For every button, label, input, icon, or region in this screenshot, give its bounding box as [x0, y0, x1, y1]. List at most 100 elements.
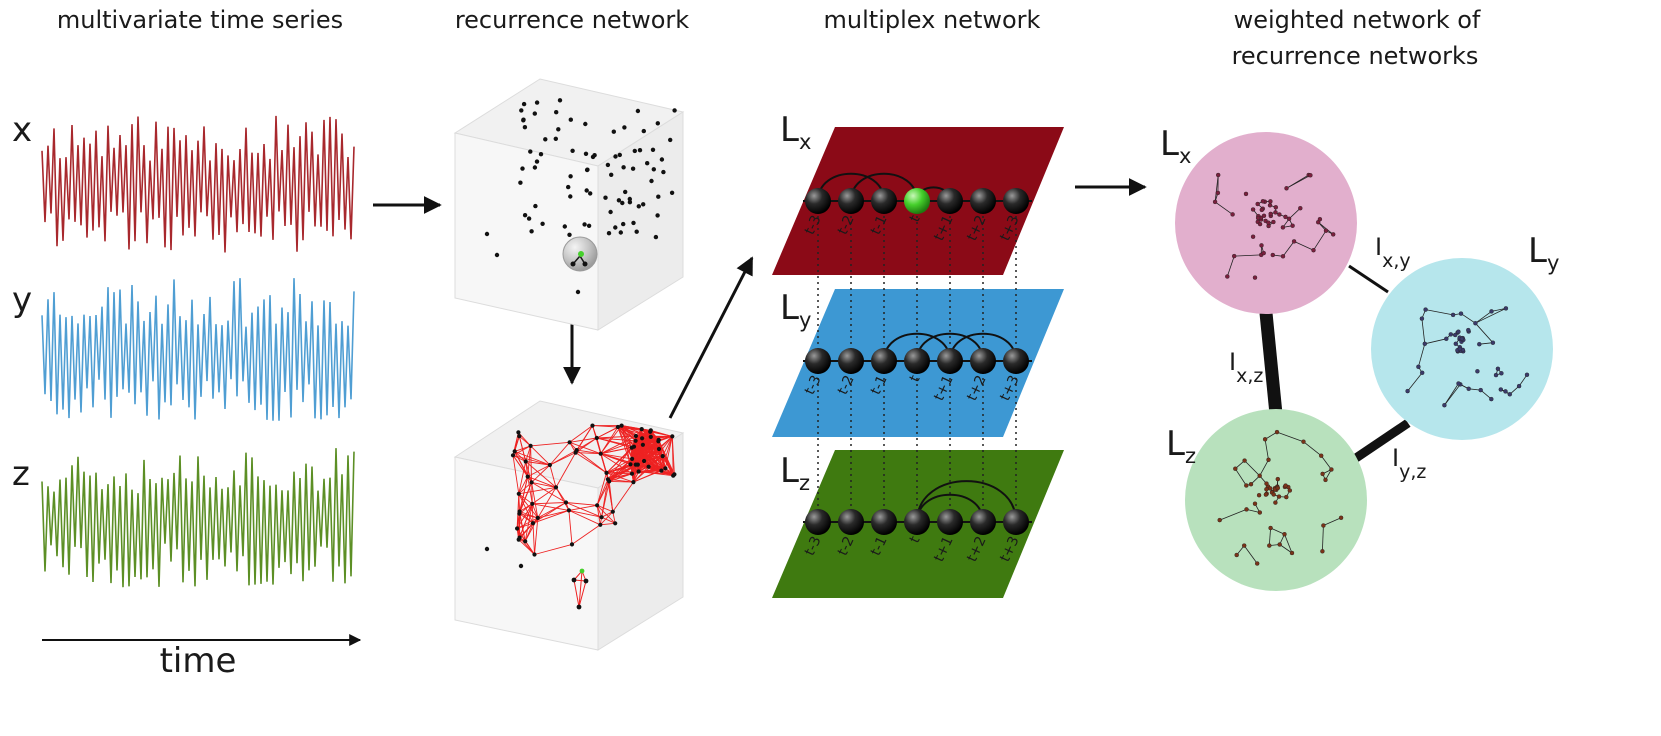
recurrence-edge: [596, 504, 616, 524]
recurrence-edge: [512, 455, 520, 494]
phase-space-point: [538, 152, 544, 157]
svg-text:Ix,y: Ix,y: [1375, 233, 1411, 272]
phase-space-point: [520, 166, 525, 171]
cluster-node: [1466, 386, 1471, 391]
recurrence-edge: [608, 464, 639, 482]
phase-space-point: [616, 198, 622, 203]
recurrence-edge: [549, 464, 557, 488]
recurrence-edge: [600, 435, 637, 455]
recurrence-edge: [519, 513, 534, 524]
cluster-node: [1448, 332, 1454, 337]
cluster-edge: [1288, 207, 1301, 220]
phase-space-point: [630, 166, 636, 171]
cluster-node: [1280, 254, 1286, 259]
time-node: [970, 348, 996, 374]
cluster-node: [1270, 252, 1276, 258]
cluster-node: [1276, 494, 1282, 499]
recurrence-node: [631, 480, 636, 485]
phase-space-point: [528, 149, 533, 154]
cluster-node: [1495, 366, 1501, 371]
time-node: [838, 509, 864, 535]
recurrence-edge: [525, 445, 532, 462]
phase-space-point: [557, 98, 563, 103]
recurrence-edge: [569, 425, 593, 443]
cluster-node: [1257, 510, 1263, 515]
phase-space-point: [635, 108, 641, 114]
phase-space-point: [672, 108, 677, 113]
time-node: [937, 509, 963, 535]
recurrence-node: [553, 485, 559, 490]
cluster-edge: [1214, 174, 1219, 202]
cluster-node: [1442, 403, 1447, 408]
cluster-node: [1280, 225, 1286, 230]
phase-space-point: [651, 167, 656, 172]
recurrence-edge: [637, 430, 652, 465]
time-node: [1003, 509, 1029, 535]
time-node-label: t-2: [835, 373, 858, 397]
recurrence-edge: [532, 523, 535, 555]
phase-space-point: [655, 213, 660, 218]
cluster-node: [1277, 212, 1282, 217]
cluster-node: [1275, 485, 1281, 491]
recurrence-node: [656, 446, 662, 452]
recurrence-edge: [637, 429, 643, 465]
phase-space-point: [621, 221, 626, 227]
recurrence-node: [648, 434, 653, 439]
recurrence-edge: [514, 450, 551, 466]
recurrence-node: [598, 522, 603, 527]
recurrence-edge: [596, 504, 613, 513]
recurrence-edge: [530, 445, 551, 466]
recurrence-edge: [519, 517, 539, 538]
time-node-label: t-3: [802, 373, 825, 397]
svg-text:Lx: Lx: [780, 110, 811, 154]
cluster-edge: [1284, 534, 1293, 554]
recurrence-edge: [632, 464, 639, 483]
phase-space-point: [641, 202, 646, 207]
recurrence-node: [639, 427, 644, 432]
time-node-label: t-1: [868, 534, 891, 558]
recurrence-node: [523, 539, 528, 544]
recurrence-edge: [555, 452, 576, 488]
title-time-series: multivariate time series: [57, 6, 343, 34]
recurrence-edge: [531, 482, 539, 518]
recurrence-edge: [609, 480, 634, 483]
cluster-edge: [1270, 527, 1285, 535]
time-series-x-line: [41, 115, 355, 253]
cluster-node: [1320, 549, 1325, 554]
cluster-edge: [1282, 241, 1295, 257]
phase-space-point: [613, 225, 618, 230]
recurrence-node: [631, 444, 637, 449]
cluster-node: [1268, 211, 1273, 217]
recurrence-node: [576, 604, 582, 610]
recurrence-node: [517, 511, 522, 516]
cluster-edge: [1234, 468, 1247, 486]
cluster-node: [1457, 346, 1463, 352]
recurrence-edge: [518, 486, 557, 495]
cluster-node: [1422, 341, 1428, 346]
recurrence-edge: [532, 509, 570, 524]
recurrence-node: [590, 423, 595, 428]
phase-space-point: [568, 117, 573, 122]
cluster-node: [1453, 341, 1459, 346]
time-node: [805, 188, 831, 214]
recurrence-edge: [530, 441, 570, 447]
recurrence-node: [563, 500, 569, 505]
recurrence-node: [566, 508, 572, 513]
recurrence-edge: [568, 510, 573, 545]
series-label-z: z: [12, 454, 30, 494]
phase-space-point: [562, 224, 567, 229]
recurrence-node: [547, 462, 553, 468]
recurrence-edge: [532, 502, 567, 505]
cluster-edge: [1518, 374, 1528, 387]
cluster-node: [1499, 371, 1504, 376]
recurrence-node: [640, 436, 645, 441]
svg-text:Lz: Lz: [780, 451, 810, 495]
cluster-node: [1274, 429, 1280, 435]
recurrence-node: [523, 459, 528, 464]
phase-space-point: [668, 137, 673, 143]
recurrence-edge: [601, 516, 616, 524]
interaction-label-yz: Iy,z: [1392, 444, 1426, 483]
recurrence-node: [583, 578, 589, 584]
cluster-node: [1257, 221, 1263, 227]
